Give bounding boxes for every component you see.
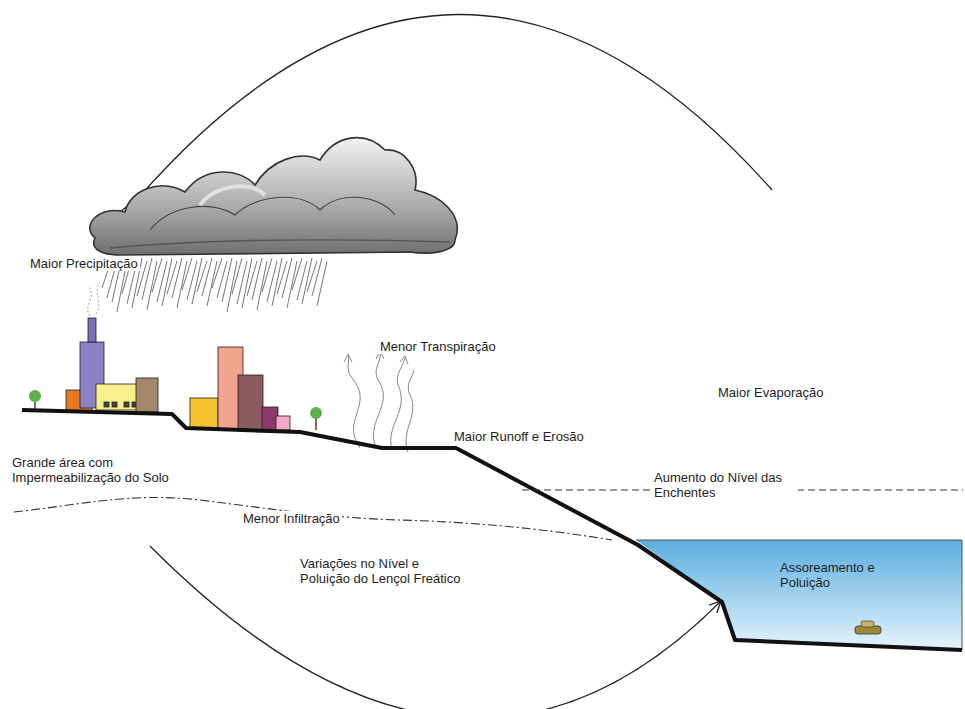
annotation-label: Aumento do Nível das Enchentes [652,470,798,500]
rain-streak [317,261,327,306]
transpiration-arrows [344,351,414,452]
rain-streak [257,261,267,310]
rain-streak [237,261,247,304]
annotation-label: Menor Infiltração [241,511,342,526]
water-surface [636,540,962,541]
rain-streak [297,261,307,300]
annotation-label: Menor Transpiração [378,339,498,354]
ground-profile [22,410,962,650]
rain-streak [287,261,297,308]
annotation-label: Maior Precipitação [28,256,140,271]
rain-streak [197,261,207,292]
annotation-label: Variações no Nível e Poluição do Lençol … [298,556,472,586]
rain-streak [187,261,197,300]
annotation-label: Maior Evaporação [716,385,826,400]
rain-streak [217,261,227,298]
annotation-label: Grande área com Impermeabilização do Sol… [10,455,192,485]
rain-streak [227,261,237,312]
rain-streak [247,261,257,296]
smoke [88,282,100,316]
rain-streak [277,261,287,294]
annotation-label: Maior Runoff e Erosão [452,429,586,444]
water-edge [962,540,963,650]
rain-streak [207,261,217,306]
river-water [636,540,962,650]
rain-streak [307,261,317,292]
rain-cloud [90,138,457,255]
annotation-label: Assoreamento e Poluição [778,560,886,590]
rain-streak [267,261,277,302]
water-table-line [14,497,612,540]
rain-streak [157,261,167,302]
cycle-arc [150,546,720,709]
rain-streak [177,261,187,308]
cycle-arc [140,14,772,196]
rain-streak [147,261,157,310]
sediment-car [855,621,881,634]
rain-streak [167,261,177,294]
